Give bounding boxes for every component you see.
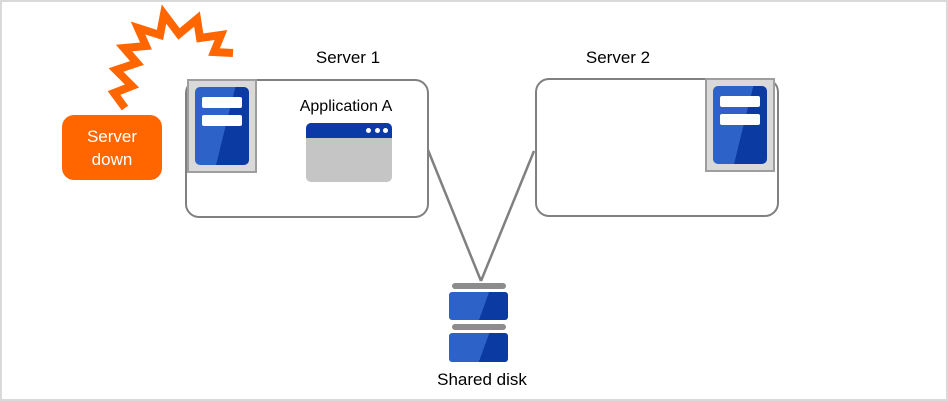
- server-down-label: Server down: [86, 126, 138, 169]
- server-tower-body: [713, 86, 767, 164]
- shared-disk-separator: [452, 283, 506, 289]
- server2-tower-icon: [705, 78, 775, 172]
- window-titlebar: [306, 123, 392, 138]
- tower-slot: [720, 96, 760, 107]
- tower-slot: [202, 97, 242, 108]
- server1-title: Server 1: [315, 48, 381, 67]
- application-window-icon: [306, 123, 392, 182]
- window-dot-icon: [383, 128, 388, 133]
- tower-slot: [202, 115, 242, 126]
- shared-disk-separator: [452, 324, 506, 330]
- connection-line-server2-disk: [479, 150, 536, 282]
- shared-disk-platter: [449, 333, 508, 362]
- crash-icon: [107, 4, 234, 111]
- server-down-callout: Server down: [62, 115, 162, 180]
- server1-tower-icon: [187, 79, 257, 173]
- shared-disk-platter: [449, 292, 508, 320]
- server2-title: Server 2: [585, 48, 651, 67]
- shared-disk-label: Shared disk: [437, 370, 527, 389]
- window-dot-icon: [366, 128, 371, 133]
- window-dot-icon: [375, 128, 380, 133]
- server-tower-body: [195, 87, 249, 165]
- application-a-label: Application A: [299, 98, 393, 115]
- connection-line-server1-disk: [426, 149, 483, 282]
- tower-slot: [720, 114, 760, 125]
